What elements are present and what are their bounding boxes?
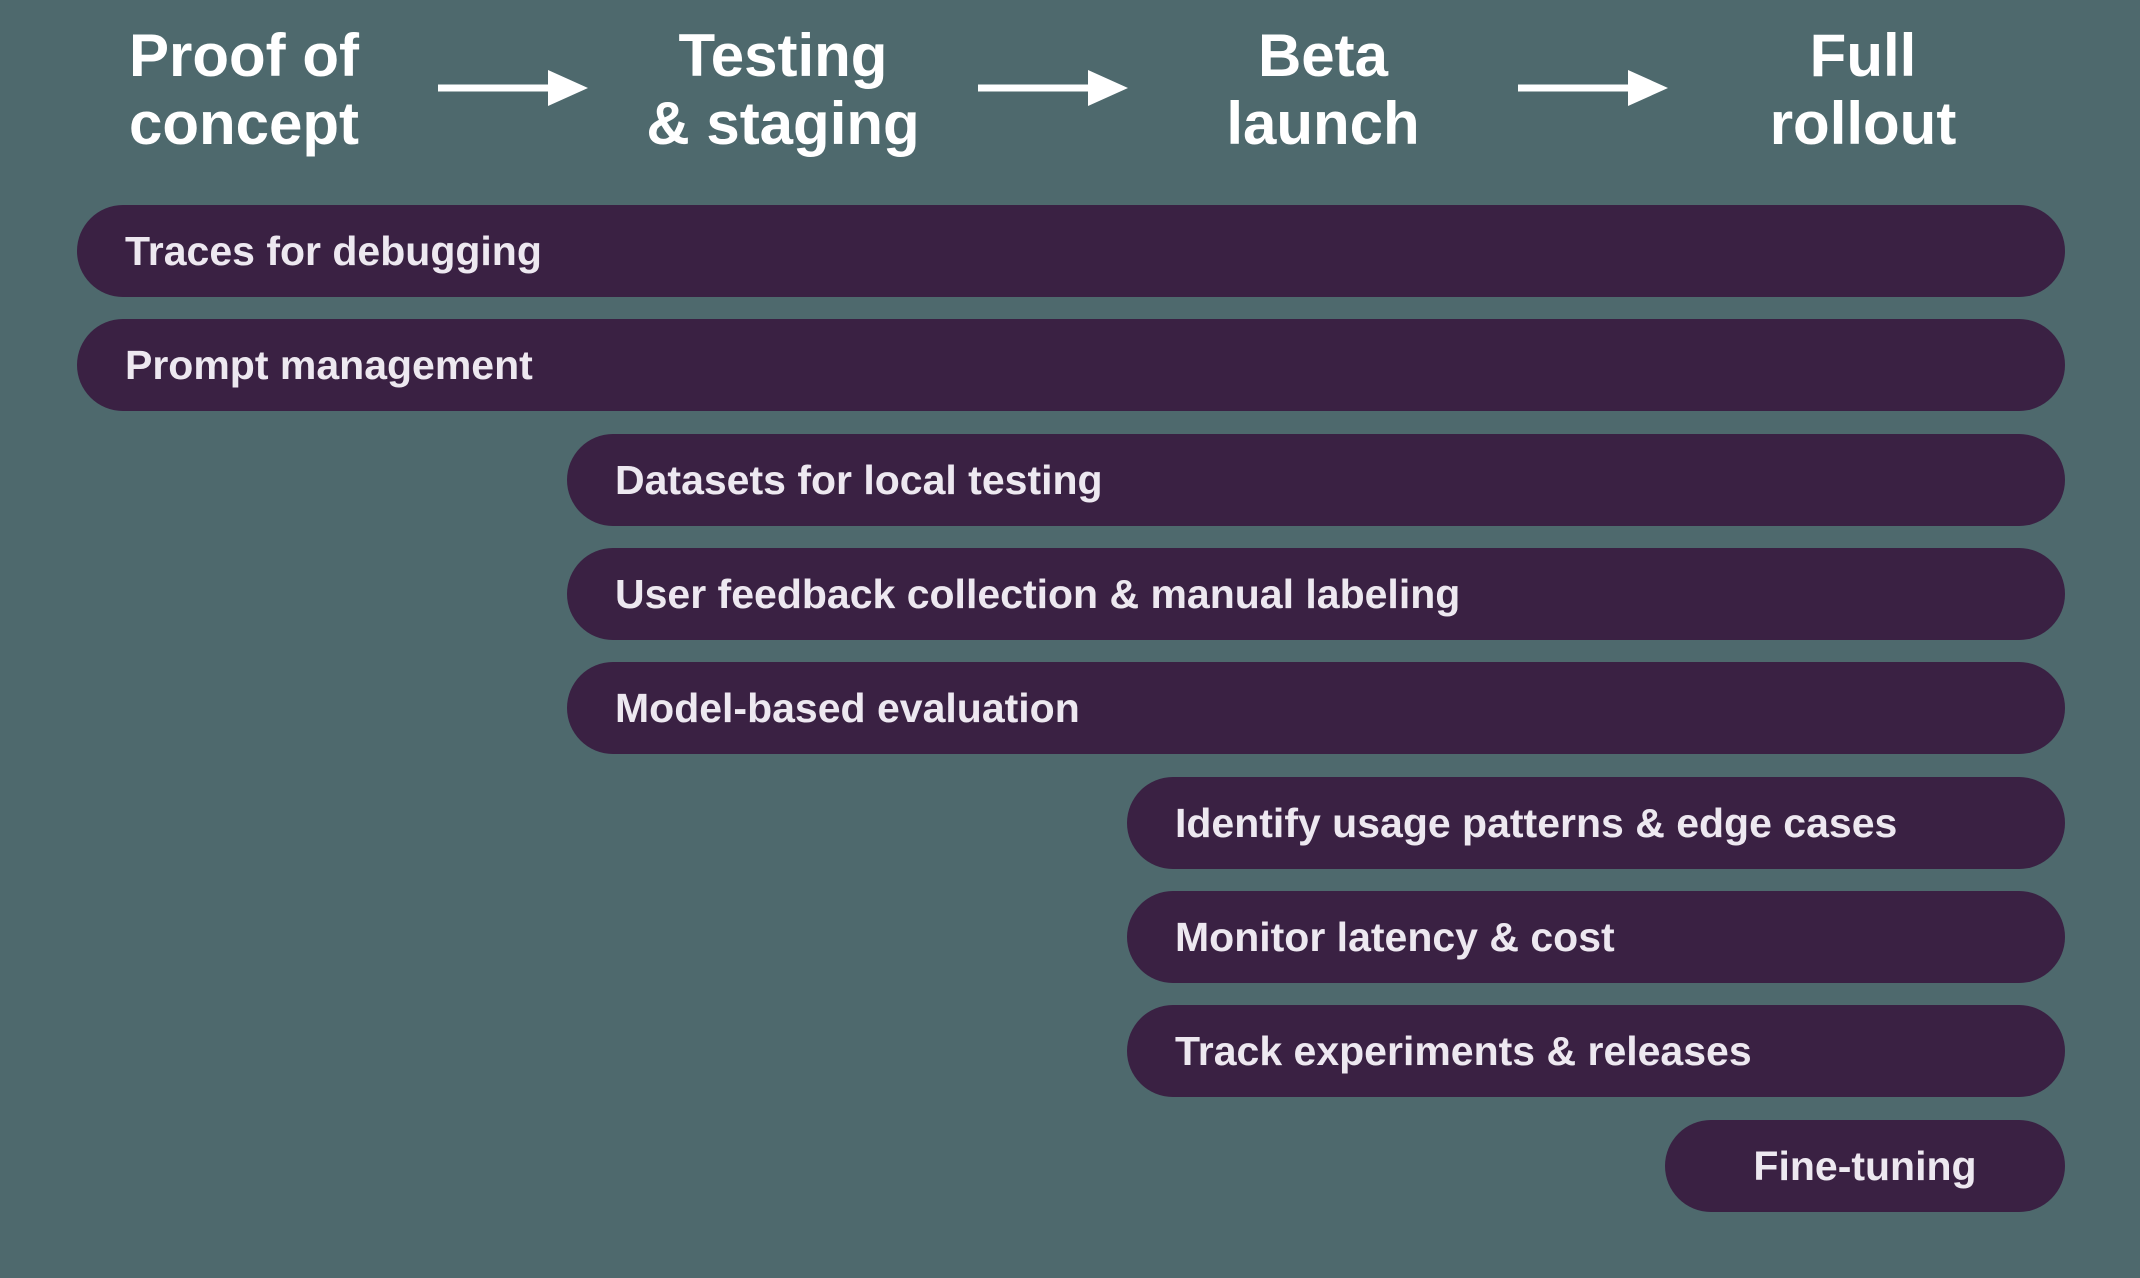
bar-track-experiments: Track experiments & releases	[1127, 1005, 2065, 1097]
phase-header-proof-of-concept: Proof of concept	[128, 22, 360, 157]
bar-user-feedback-labeling: User feedback collection & manual labeli…	[567, 548, 2065, 640]
bar-identify-usage-patterns: Identify usage patterns & edge cases	[1127, 777, 2065, 869]
bar-traces-for-debugging: Traces for debugging	[77, 205, 2065, 297]
bar-monitor-latency-cost: Monitor latency & cost	[1127, 891, 2065, 983]
phase-header-beta-launch: Beta launch	[1226, 22, 1420, 157]
bar-model-based-evaluation: Model-based evaluation	[567, 662, 2065, 754]
bar-datasets-local-testing: Datasets for local testing	[567, 434, 2065, 526]
flow-arrow-icon	[1518, 70, 1668, 106]
bar-prompt-management: Prompt management	[77, 319, 2065, 411]
flow-arrow-icon	[438, 70, 588, 106]
phase-header-full-rollout: Full rollout	[1769, 22, 1957, 157]
phase-header-testing-staging: Testing & staging	[646, 22, 920, 157]
flow-arrow-icon	[978, 70, 1128, 106]
bar-fine-tuning: Fine-tuning	[1665, 1120, 2065, 1212]
